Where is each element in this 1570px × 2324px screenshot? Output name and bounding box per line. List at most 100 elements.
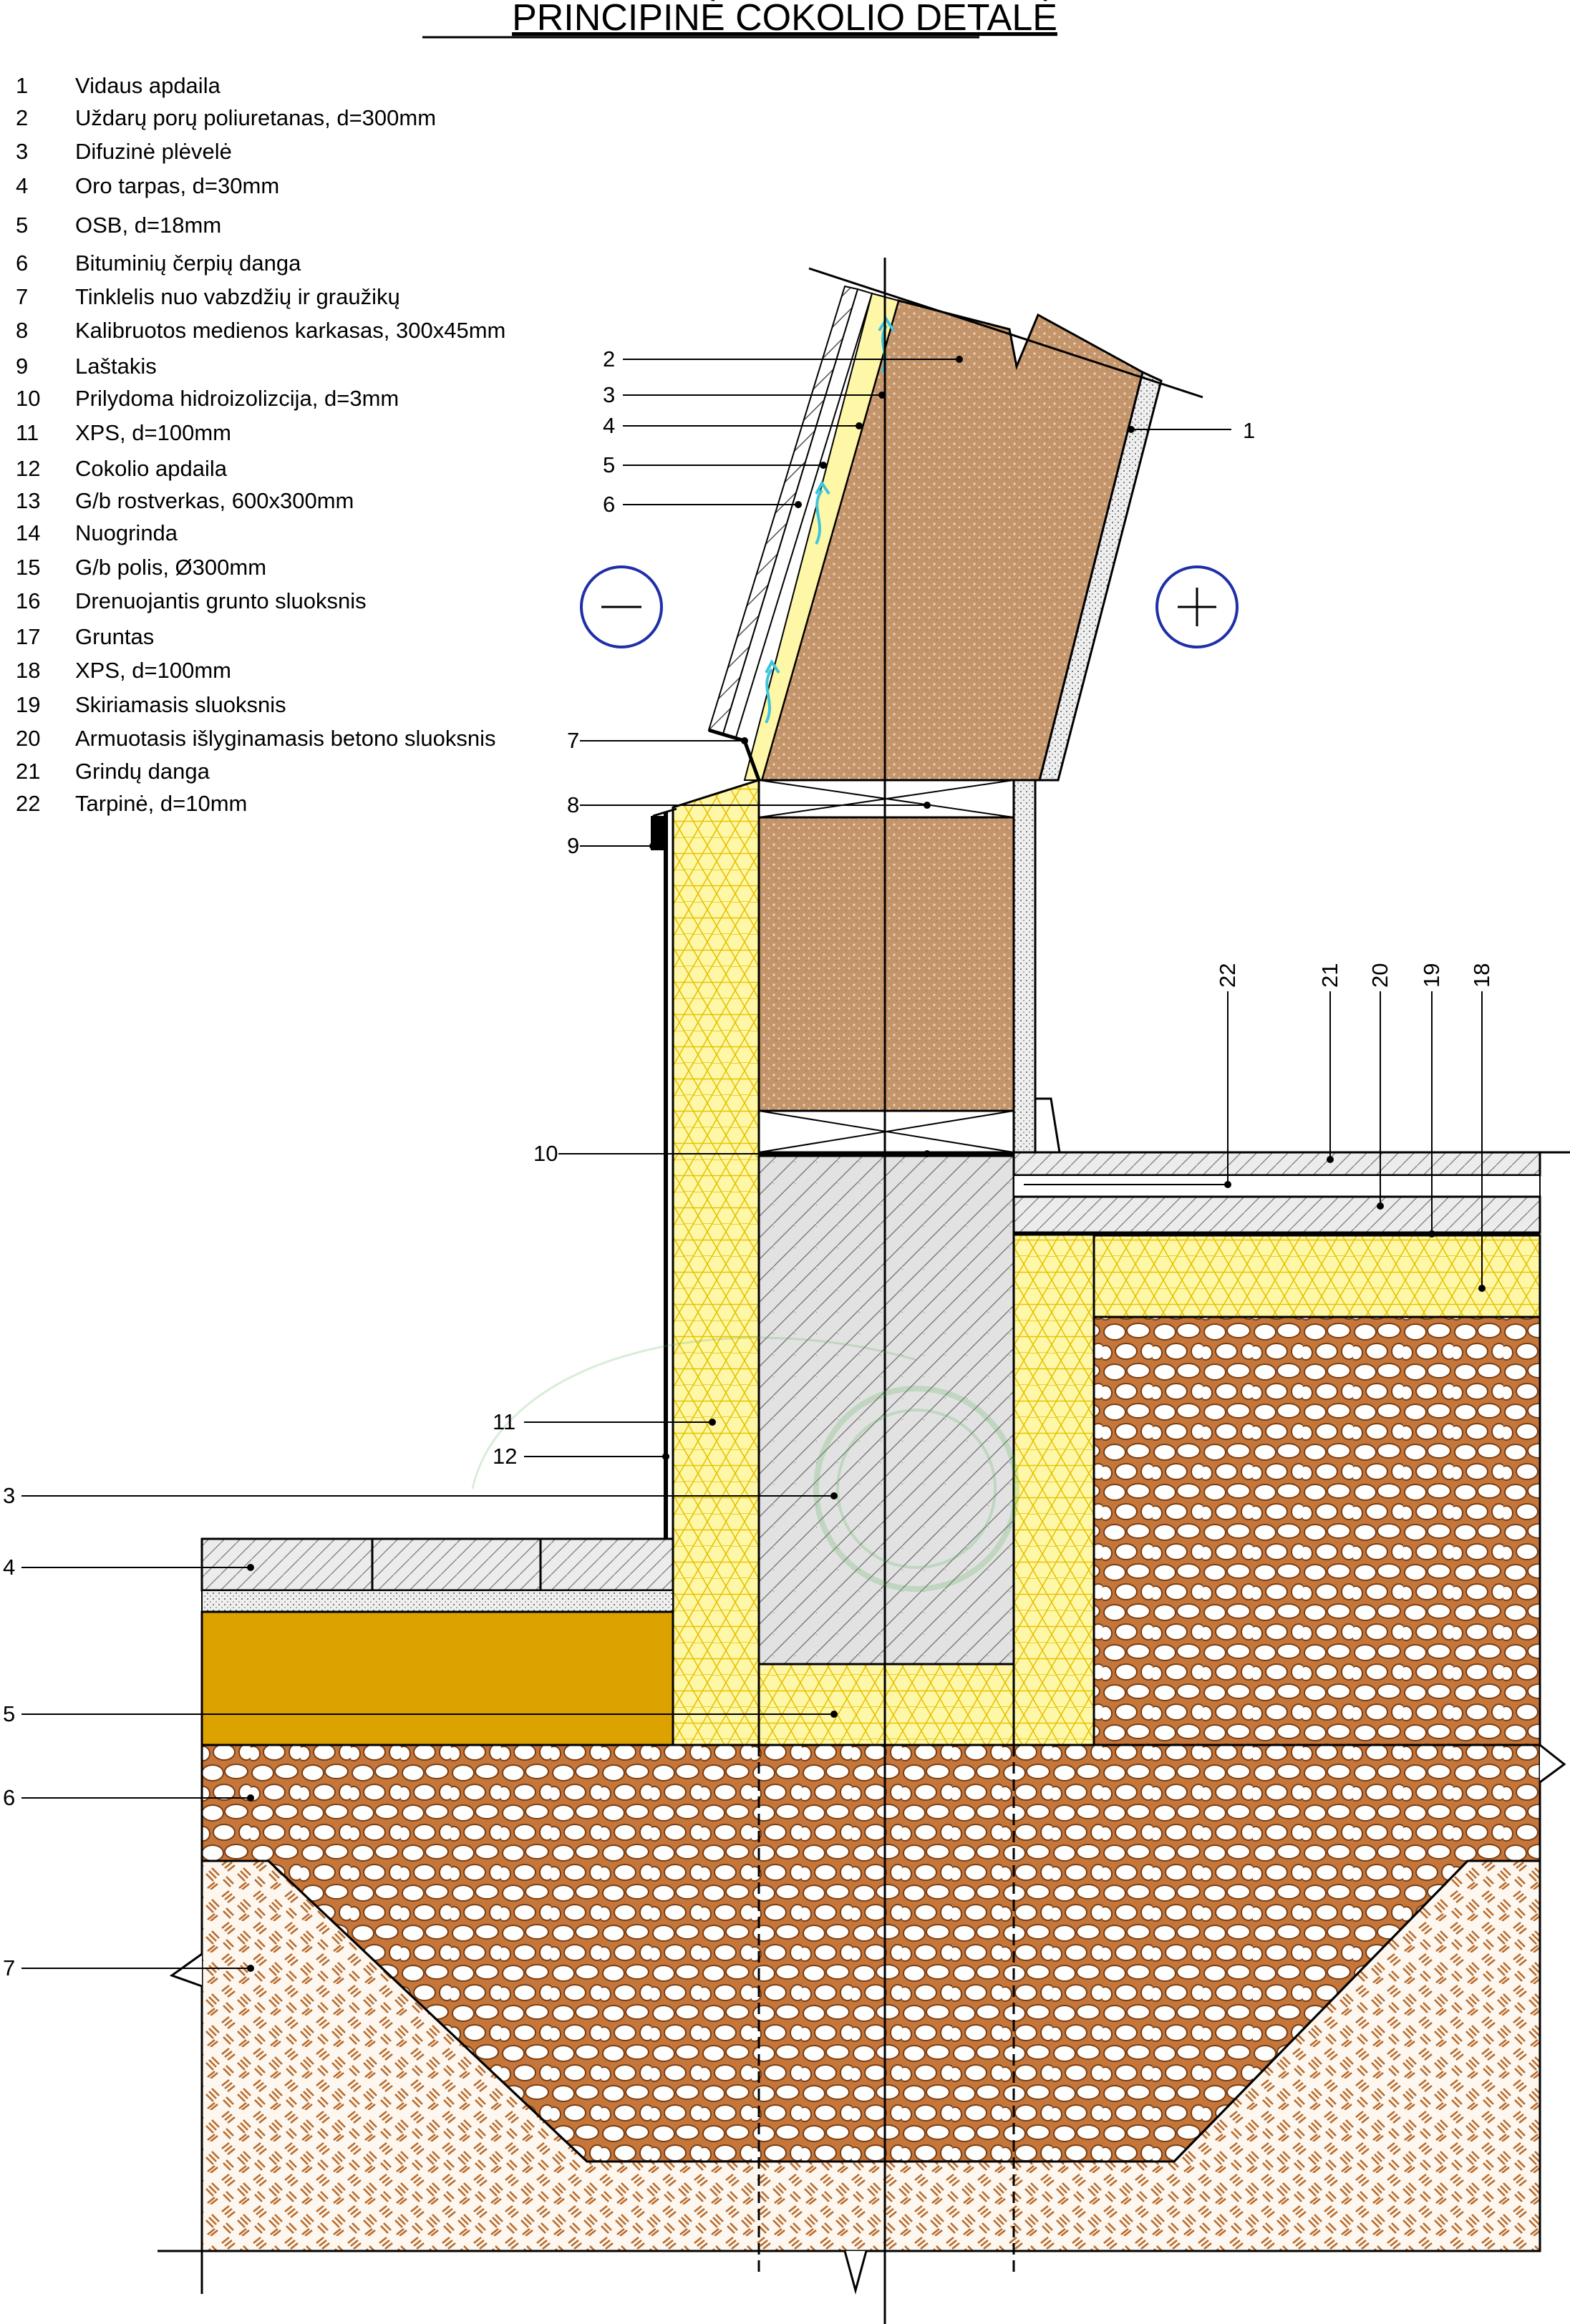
break-mark-left (169, 1953, 203, 1988)
callout-label: 7 (3, 1955, 15, 1980)
callout-label: 3 (603, 382, 615, 407)
callout-dot (247, 1794, 254, 1802)
legend-label: OSB, d=18mm (75, 213, 221, 238)
legend-label: G/b rostverkas, 600x300mm (75, 488, 354, 513)
legend-number: 4 (16, 173, 28, 198)
callout-label: 18 (1469, 963, 1494, 988)
osb-ochre-block (200, 1610, 674, 1746)
legend-label: Grindų danga (75, 759, 210, 784)
legend-label: Cokolio apdaila (75, 456, 228, 481)
legend-label: Laštakis (75, 354, 157, 379)
floor-gasket-layer (1013, 1175, 1541, 1197)
legend-label: Kalibruotos medienos karkasas, 300x45mm (75, 318, 505, 343)
timber-frame-top-cross (758, 779, 1014, 818)
legend-label: XPS, d=100mm (75, 420, 231, 445)
legend-label: Armuotasis išlyginamasis betono sluoksni… (75, 726, 496, 751)
legend-number: 3 (16, 139, 28, 164)
callout-dot (662, 1453, 669, 1460)
trench-outline (267, 1859, 1469, 2163)
break-mark-bottom (843, 2250, 868, 2295)
legend-number: 21 (16, 759, 40, 784)
drainage-gravel-inner (1092, 1316, 1541, 1746)
roof-top-line (808, 267, 1203, 399)
legend-number: 15 (16, 555, 40, 580)
callout-label: 12 (493, 1444, 517, 1469)
callout-label: 20 (1367, 963, 1392, 988)
legend-number: 16 (16, 588, 40, 613)
callout-label: 6 (603, 492, 615, 517)
callout-label: 10 (533, 1141, 558, 1166)
callout-label: 19 (1419, 963, 1444, 988)
legend-number: 20 (16, 726, 40, 751)
callout-dot (820, 462, 827, 469)
legend-number: 5 (16, 213, 28, 238)
legend-number: 6 (16, 251, 28, 276)
legend-label: Oro tarpas, d=30mm (75, 173, 279, 198)
paving-slabs (200, 1537, 674, 1592)
legend-list: 1 Vidaus apdaila 2 Uždarų porų poliuretanas… (16, 73, 505, 816)
callout-label: 1 (1243, 418, 1255, 443)
legend-label: Skiriamasis sluoksnis (75, 692, 286, 717)
legend-number: 9 (16, 354, 28, 379)
xps-inner-vertical (1012, 1233, 1095, 1746)
legend-number: 1 (16, 73, 28, 98)
gutter (651, 816, 664, 850)
inner-finish-lower (1012, 779, 1037, 1154)
legend-number: 8 (16, 318, 28, 343)
callout-label: 11 (493, 1409, 515, 1434)
drawing-title: PRINCIPINĖ COKOLIO DETALĖ (512, 0, 1057, 39)
xps-floor-insulation (1092, 1234, 1541, 1318)
callout-label: 8 (567, 792, 579, 817)
callout-dot (795, 501, 802, 508)
callout-dot (924, 1150, 931, 1157)
legend-label: Uždarų porų poliuretanas, d=300mm (75, 105, 436, 130)
legend-number: 14 (16, 520, 40, 545)
legend-number: 19 (16, 692, 40, 717)
legend-number: 18 (16, 658, 40, 683)
legend-label: Vidaus apdaila (75, 73, 221, 98)
inside-plus-symbol (1155, 565, 1239, 648)
callout-label: 7 (567, 728, 579, 753)
callout-dot (649, 842, 656, 850)
gutter-edge (652, 807, 677, 817)
legend-number: 13 (16, 488, 40, 513)
callout-label: 5 (603, 452, 615, 477)
legend-label: Nuogrinda (75, 520, 178, 545)
legend-label: Bituminių čerpių danga (75, 251, 301, 276)
break-mark-right (1539, 1744, 1566, 1784)
callout-label: 9 (567, 833, 579, 858)
watermark-logo (471, 1336, 1019, 1592)
legend-number: 10 (16, 386, 40, 411)
pur-insulation-lower (757, 816, 1015, 1112)
rc-grade-beam (757, 1154, 1015, 1666)
callout-dot (247, 1965, 254, 1972)
paving-sand-bed (201, 1590, 674, 1613)
legend-number: 2 (16, 105, 28, 130)
callout-label: 3 (3, 1483, 15, 1508)
callout-dot (709, 1419, 716, 1426)
callout-dot (1377, 1202, 1384, 1210)
callout-dot (878, 392, 886, 399)
callout-label: 4 (603, 413, 615, 438)
legend-label: Drenuojantis grunto sluoksnis (75, 588, 367, 613)
reinforced-screed-layer (1012, 1195, 1541, 1234)
legend-number: 11 (16, 420, 39, 445)
legend-label: Tarpinė, d=10mm (75, 791, 247, 816)
legend-number: 7 (16, 284, 28, 309)
legend-label: G/b polis, Ø300mm (75, 555, 266, 580)
callout-dot (1128, 426, 1135, 433)
floor-covering-layer (1012, 1151, 1541, 1177)
callout-dot (830, 1492, 838, 1499)
skirting-board (1034, 1097, 1061, 1154)
legend-label: Prilydoma hidroizolizcija, d=3mm (75, 386, 399, 411)
callout-dot (247, 1564, 254, 1571)
callout-dot (830, 1711, 838, 1718)
callout-dot (856, 422, 863, 429)
callout-label: 21 (1317, 963, 1342, 988)
callout-dot (741, 737, 748, 744)
callout-dot (924, 802, 931, 809)
callout-dot (1327, 1156, 1334, 1163)
legend-label: Difuzinė plėvelė (75, 139, 232, 164)
